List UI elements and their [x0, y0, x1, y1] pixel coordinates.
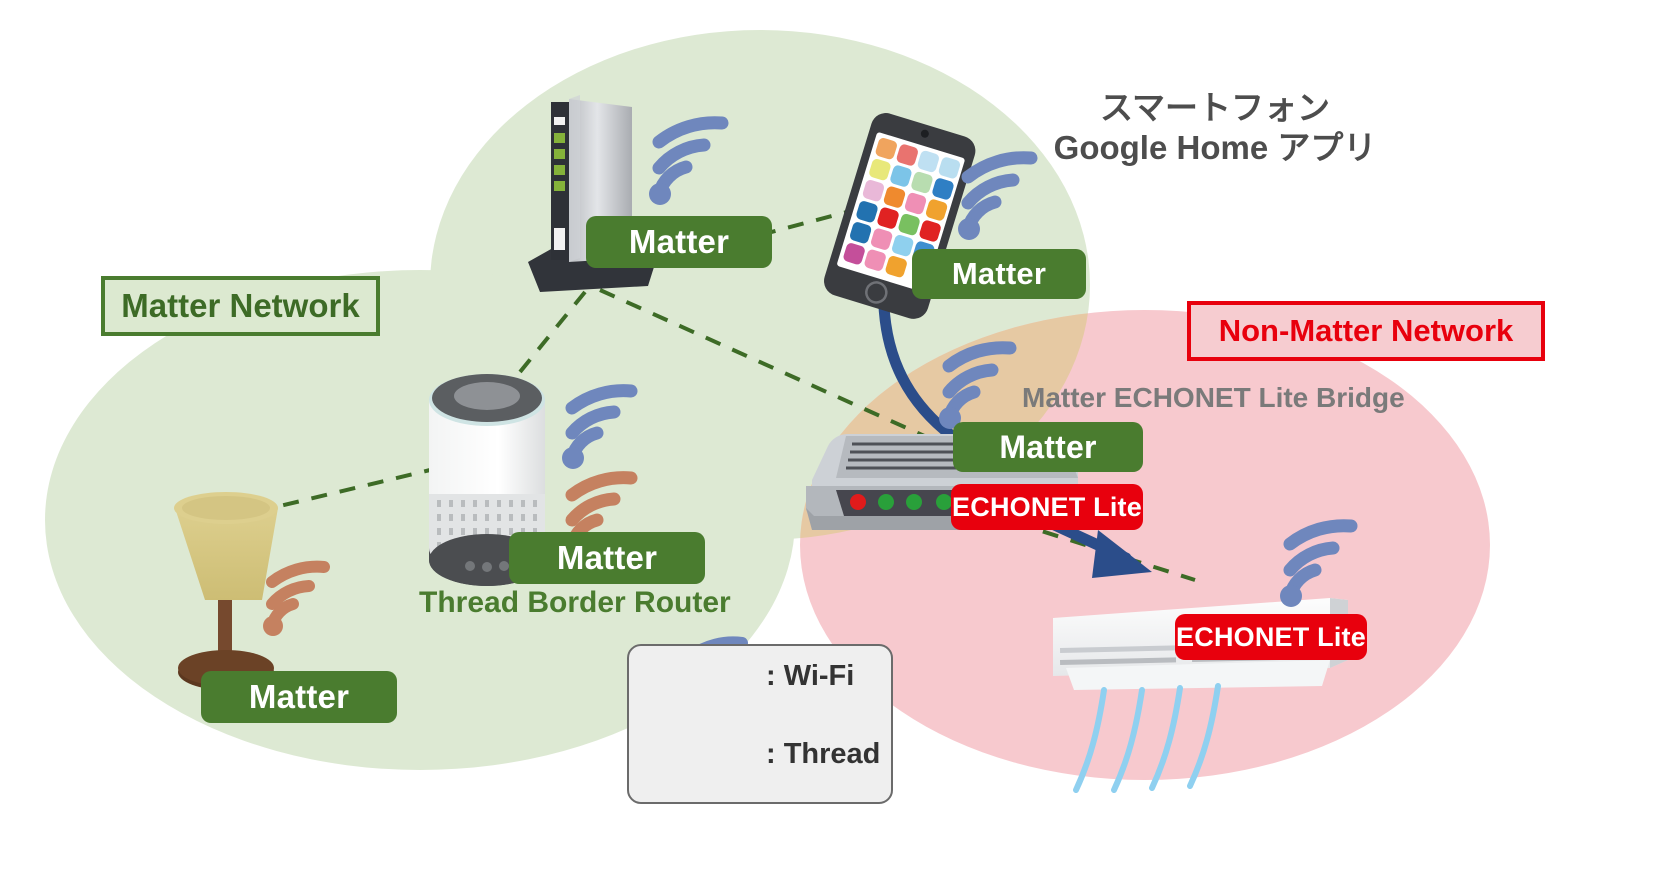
badge-phone-matter[interactable]: Matter — [912, 249, 1086, 299]
legend-item-thread: : Thread — [766, 738, 880, 771]
badge-server-matter-label: Matter — [628, 223, 730, 260]
thread-border-router-caption: Thread Border Router — [419, 586, 731, 619]
matter-network-box: Matter Network — [101, 276, 380, 336]
badge-lamp-matter[interactable]: Matter — [201, 671, 397, 723]
link-lamp-to-purifier — [254, 468, 431, 514]
badge-ac-echonet-label: ECHONET Lite — [1176, 621, 1366, 652]
air-conditioner-airflow-icon — [1073, 683, 1221, 793]
badge-bridge-matter-label: Matter — [999, 428, 1097, 465]
badge-lamp-matter-label: Matter — [248, 678, 350, 715]
non-matter-network-label: Non-Matter Network — [1218, 313, 1514, 348]
non-matter-network-box: Non-Matter Network — [1187, 301, 1545, 361]
smartphone-caption-line1: スマートフォン — [1099, 89, 1330, 126]
legend-panel — [627, 644, 893, 804]
bridge-caption: Matter ECHONET Lite Bridge — [1022, 382, 1405, 413]
badge-bridge-matter[interactable]: Matter — [953, 422, 1143, 472]
air-conditioner-wifi-dot — [1280, 585, 1302, 607]
badge-bridge-echonet[interactable]: ECHONET Lite — [951, 484, 1143, 530]
badge-phone-matter-label: Matter — [951, 256, 1047, 291]
smartphone-caption-line2: Google Home アプリ — [1053, 129, 1377, 167]
smartphone-caption: スマートフォン Google Home アプリ — [1025, 88, 1405, 169]
legend-item-wifi: : Wi-Fi — [766, 660, 854, 693]
link-server-to-bridge — [599, 288, 961, 454]
badge-purifier-matter-label: Matter — [556, 539, 658, 576]
legend-thread-label: : Thread — [766, 738, 881, 770]
smartphone-wifi-dot — [958, 218, 980, 240]
server-tower-wifi-dot — [649, 183, 671, 205]
badge-server-matter[interactable]: Matter — [586, 216, 772, 268]
badge-ac-echonet[interactable]: ECHONET Lite — [1175, 614, 1367, 660]
badge-bridge-echonet-label: ECHONET Lite — [952, 491, 1142, 522]
legend-wifi-label: : Wi-Fi — [766, 660, 855, 692]
air-purifier-wifi-dot — [562, 447, 584, 469]
lamp-thread-dot — [263, 616, 283, 636]
badge-purifier-matter[interactable]: Matter — [509, 532, 705, 584]
matter-network-label: Matter Network — [121, 287, 360, 324]
